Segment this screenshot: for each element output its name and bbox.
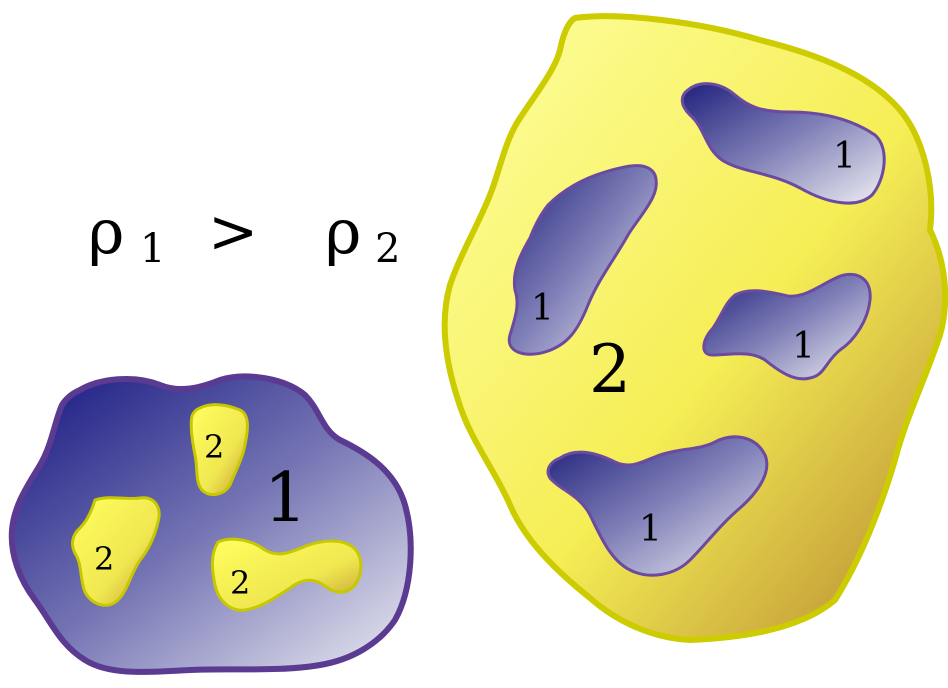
rho-2-symbol: ρ	[325, 195, 361, 268]
inclusion-label-top-right: 1	[833, 136, 856, 177]
inclusion-label-top: 2	[204, 428, 224, 466]
phase-2-inclusion-bottom	[210, 537, 363, 612]
phase-1-inclusion-middle-right	[702, 272, 872, 381]
phase-2-label: 2	[589, 331, 631, 408]
rho-1-symbol: ρ	[88, 195, 124, 268]
inclusion-label-middle-right: 1	[792, 326, 815, 367]
phase-1-inclusion-left	[507, 164, 658, 356]
phase-1-region: 1 2 2 2	[8, 373, 414, 675]
greater-than-operator: >	[208, 197, 258, 267]
phase-1-label: 1	[264, 459, 307, 538]
phase-2-inclusion-top	[189, 403, 249, 497]
rho-1-subscript: 1	[140, 226, 165, 272]
inclusion-label-bottom: 1	[639, 509, 662, 550]
density-relation: ρ 1 > ρ 2	[88, 195, 400, 272]
inclusion-label-left: 1	[531, 288, 554, 329]
phase-1-inclusion-top-right	[680, 82, 886, 205]
rho-2-subscript: 2	[375, 226, 400, 272]
inclusion-label-left-small: 2	[94, 540, 114, 578]
phase-2-inclusion-left	[71, 496, 161, 607]
inclusion-label-bottom-small: 2	[230, 564, 250, 602]
phase-1-inclusion-bottom	[546, 435, 769, 577]
phase-2-region: 2 1 1 1 1	[441, 13, 948, 644]
